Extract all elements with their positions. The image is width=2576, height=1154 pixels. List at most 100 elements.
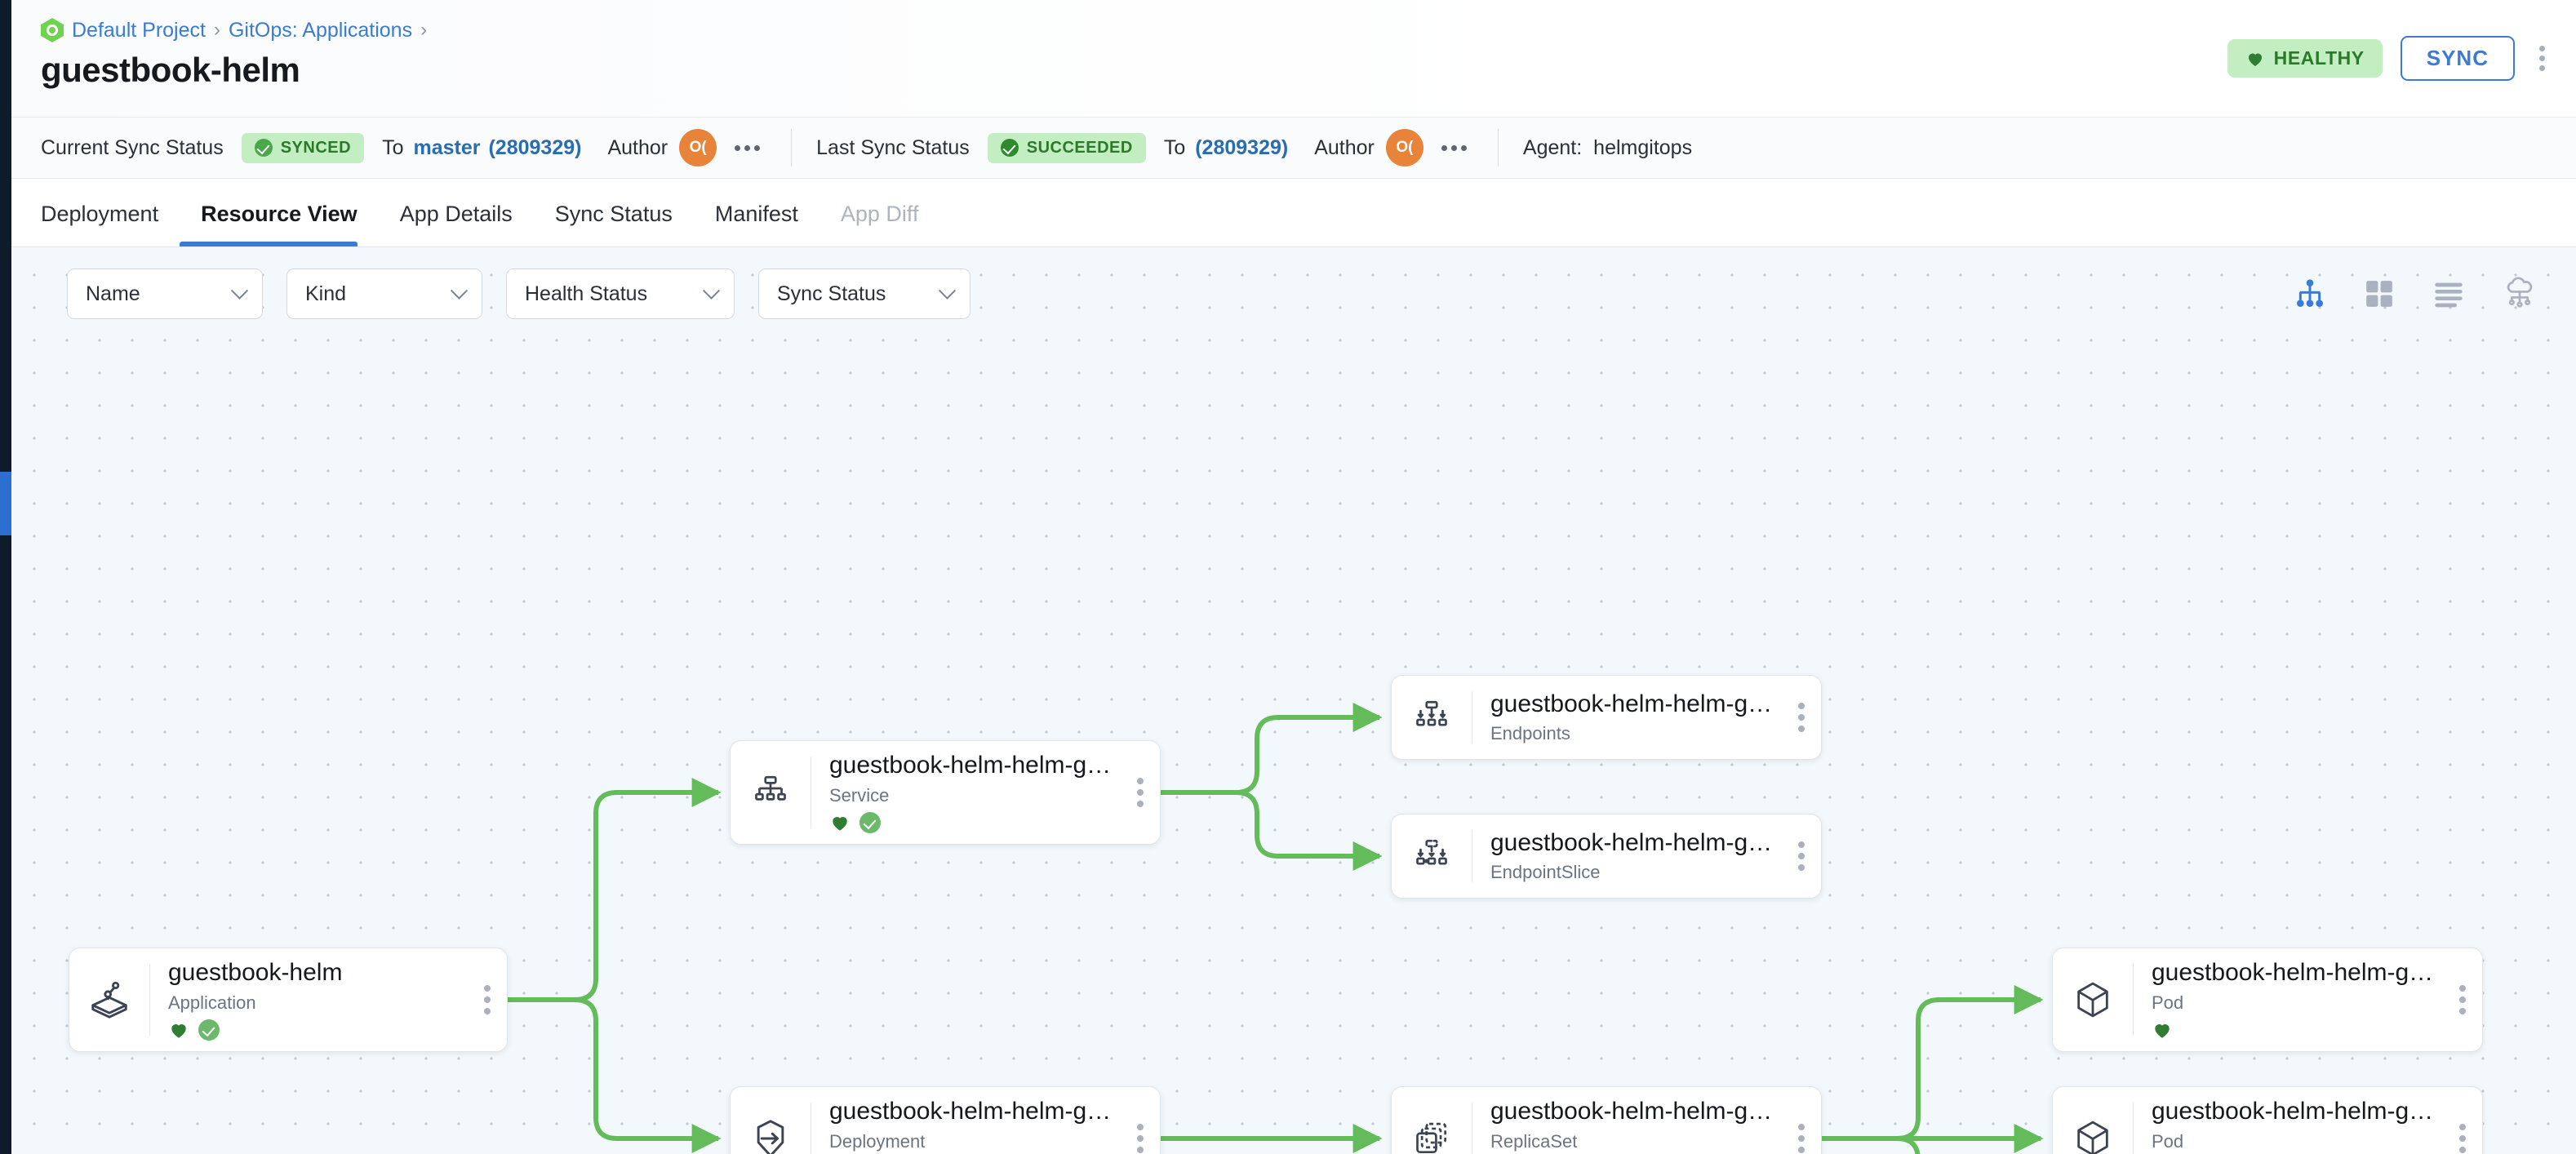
last-sync-status-chip: SUCCEEDED [987, 132, 1146, 163]
node-title: guestbook-helm-helm-g… [1490, 1098, 1773, 1125]
node-overflow-menu-icon[interactable] [2448, 1112, 2477, 1154]
filter-health-status-select[interactable]: Health Status [506, 269, 735, 319]
header-actions: HEALTHY SYNC [2227, 36, 2552, 81]
node-kind: EndpointSlice [1490, 862, 1601, 883]
health-badge-label: HEALTHY [2273, 47, 2365, 69]
page-shell: Default Project › GitOps: Applications ›… [11, 0, 2576, 1154]
node-kind: Pod [2152, 992, 2184, 1013]
list-view-icon[interactable] [2432, 277, 2465, 310]
sync-status-bar: Current Sync Status SYNCED To master (28… [11, 118, 2576, 179]
graph-node-pod-1[interactable]: guestbook-helm-helm-g… Pod [2052, 948, 2483, 1052]
last-author-avatar[interactable]: O( [1385, 129, 1423, 166]
last-sync-overflow-icon[interactable] [1435, 137, 1473, 159]
tab-manifest[interactable]: Manifest [714, 202, 798, 226]
breadcrumb-item-gitops-applications[interactable]: GitOps: Applications [228, 18, 413, 42]
last-revision-link[interactable]: (2809329) [1195, 135, 1289, 159]
chevron-down-icon [702, 282, 721, 300]
rail-active-indicator [0, 472, 11, 535]
node-body: guestbook-helm-helm-g… Deployment [811, 1098, 1126, 1154]
node-badges [829, 811, 1126, 833]
endpointslice-icon [1392, 836, 1472, 877]
current-to-label: To [382, 135, 404, 159]
tab-bar: Deployment Resource View App Details Syn… [11, 179, 2576, 247]
node-kind: Pod [2152, 1130, 2184, 1152]
health-heart-icon [829, 812, 851, 833]
node-overflow-menu-icon[interactable] [1126, 1112, 1155, 1154]
filter-name-label: Name [86, 282, 140, 305]
graph-node-endpointslice[interactable]: guestbook-helm-helm-g… EndpointSlice [1391, 814, 1822, 899]
pod-icon [2053, 1117, 2133, 1154]
graph-node-deployment[interactable]: guestbook-helm-helm-g… Deployment [730, 1086, 1161, 1154]
tab-sync-status[interactable]: Sync Status [554, 202, 673, 226]
graph-node-service[interactable]: guestbook-helm-helm-g… Service [730, 740, 1161, 845]
node-title: guestbook-helm [168, 959, 343, 987]
health-heart-icon [2152, 1019, 2173, 1041]
resource-graph-canvas[interactable]: Name Kind Health Status Sync Status [11, 247, 2576, 1154]
last-author-label: Author [1314, 135, 1375, 159]
filter-kind-select[interactable]: Kind [286, 269, 482, 319]
check-circle-filled-icon [1000, 139, 1019, 157]
graph-edges [508, 703, 2044, 1154]
node-title: guestbook-helm-helm-g… [829, 752, 1112, 779]
node-body: guestbook-helm-helm-g… EndpointSlice [1472, 829, 1787, 884]
node-divider [2133, 964, 2134, 1036]
graph-node-application[interactable]: guestbook-helm Application [69, 948, 508, 1052]
check-circle-icon [254, 139, 273, 157]
breadcrumb-item-default-project[interactable]: Default Project [72, 18, 206, 42]
graph-node-pod-2[interactable]: guestbook-helm-helm-g… Pod [2052, 1086, 2483, 1154]
node-overflow-menu-icon[interactable] [1787, 691, 1816, 743]
status-badge-health: HEALTHY [2227, 39, 2383, 78]
heart-icon [2245, 49, 2265, 69]
current-sync-overflow-icon[interactable] [728, 137, 766, 159]
node-overflow-menu-icon[interactable] [2448, 974, 2477, 1026]
sync-button[interactable]: SYNC [2400, 36, 2515, 81]
filter-sync-status-label: Sync Status [777, 282, 886, 305]
graph-node-endpoints[interactable]: guestbook-helm-helm-g… Endpoints [1391, 675, 1822, 760]
node-body: guestbook-helm-helm-g… Service [811, 752, 1126, 833]
node-overflow-menu-icon[interactable] [1787, 1112, 1816, 1154]
app-rail[interactable] [0, 0, 11, 1154]
grid-view-icon[interactable] [2364, 278, 2395, 309]
node-badges [168, 1019, 473, 1041]
current-branch-link[interactable]: master [413, 135, 481, 159]
tab-deployment[interactable]: Deployment [41, 202, 159, 226]
breadcrumb-separator-2: › [420, 19, 428, 41]
header-overflow-menu-icon[interactable] [2533, 41, 2552, 76]
node-overflow-menu-icon[interactable] [1126, 766, 1155, 819]
status-divider-1 [791, 129, 793, 166]
last-sync-status-label: Last Sync Status [816, 135, 970, 159]
node-title: guestbook-helm-helm-g… [2152, 959, 2434, 987]
node-divider [2133, 1103, 2134, 1154]
tree-view-icon[interactable] [2294, 277, 2326, 310]
chevron-down-icon [938, 282, 957, 300]
tab-resource-view[interactable]: Resource View [180, 202, 379, 246]
sync-check-icon [198, 1019, 220, 1041]
network-view-icon[interactable] [2503, 277, 2537, 311]
current-sync-status-label: Current Sync Status [41, 135, 224, 159]
replicaset-icon [1392, 1118, 1472, 1154]
node-overflow-menu-icon[interactable] [473, 974, 502, 1026]
node-title: guestbook-helm-helm-g… [2152, 1098, 2434, 1125]
view-switch-toolbar [2294, 277, 2537, 311]
filter-health-status-label: Health Status [525, 282, 648, 305]
current-sync-status-chip: SYNCED [241, 132, 365, 163]
node-badges [2152, 1019, 2448, 1041]
endpoints-icon [1392, 697, 1472, 738]
tab-app-details[interactable]: App Details [399, 202, 513, 226]
node-divider [149, 964, 150, 1036]
filter-name-select[interactable]: Name [67, 269, 263, 319]
node-body: guestbook-helm-helm-g… Pod [2134, 1098, 2448, 1154]
filter-sync-status-select[interactable]: Sync Status [758, 269, 970, 319]
filter-toolbar: Name Kind Health Status Sync Status [67, 269, 970, 319]
node-overflow-menu-icon[interactable] [1787, 830, 1816, 882]
graph-node-replicaset[interactable]: guestbook-helm-helm-g… ReplicaSet [1391, 1086, 1822, 1154]
tab-app-diff: App Diff [840, 202, 919, 226]
filter-kind-label: Kind [305, 282, 347, 305]
current-revision-link[interactable]: (2809329) [488, 135, 582, 159]
node-kind: Service [829, 784, 890, 806]
last-to-label: To [1163, 135, 1186, 159]
service-icon [731, 772, 811, 813]
breadcrumb-separator-1: › [213, 19, 220, 41]
chevron-down-icon [450, 282, 469, 300]
current-author-avatar[interactable]: O( [679, 129, 717, 166]
